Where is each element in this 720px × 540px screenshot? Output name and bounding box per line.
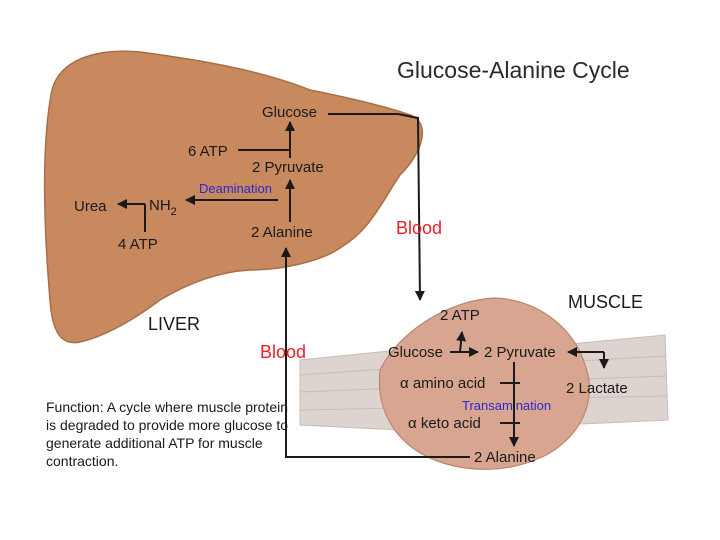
diagram-title: Glucose-Alanine Cycle [397, 57, 630, 83]
liver-region-label: LIVER [148, 314, 200, 334]
muscle-atp2-label: 2 ATP [440, 307, 480, 324]
liver-shape [43, 50, 424, 344]
liver-atp6-label: 6 ATP [188, 143, 228, 160]
transamination-label: Transamination [462, 398, 551, 413]
blood-label-left: Blood [260, 342, 306, 362]
keto-acid-label: α keto acid [408, 415, 481, 432]
muscle-region-label: MUSCLE [568, 292, 643, 312]
liver-glucose-label: Glucose [262, 104, 317, 121]
liver-pyruvate-label: 2 Pyruvate [252, 159, 324, 176]
muscle-pyruvate-label: 2 Pyruvate [484, 344, 556, 361]
urea-label: Urea [74, 198, 107, 215]
nh2-label: NH2 [149, 197, 177, 218]
blood-to-muscle-arrow [328, 113, 425, 301]
liver-alanine-label: 2 Alanine [251, 224, 313, 241]
lactate-label: 2 Lactate [566, 380, 628, 397]
blood-to-liver-arrow [281, 247, 470, 458]
liver-atp4-label: 4 ATP [118, 236, 158, 253]
deamination-label: Deamination [199, 181, 272, 196]
blood-label-right: Blood [396, 218, 442, 238]
muscle-alanine-label: 2 Alanine [474, 449, 536, 466]
muscle-glucose-label: Glucose [388, 344, 443, 361]
atp2-arrow [456, 331, 467, 353]
function-caption: Function: A cycle where muscle protein i… [46, 399, 289, 469]
amino-acid-label: α amino acid [400, 375, 485, 392]
